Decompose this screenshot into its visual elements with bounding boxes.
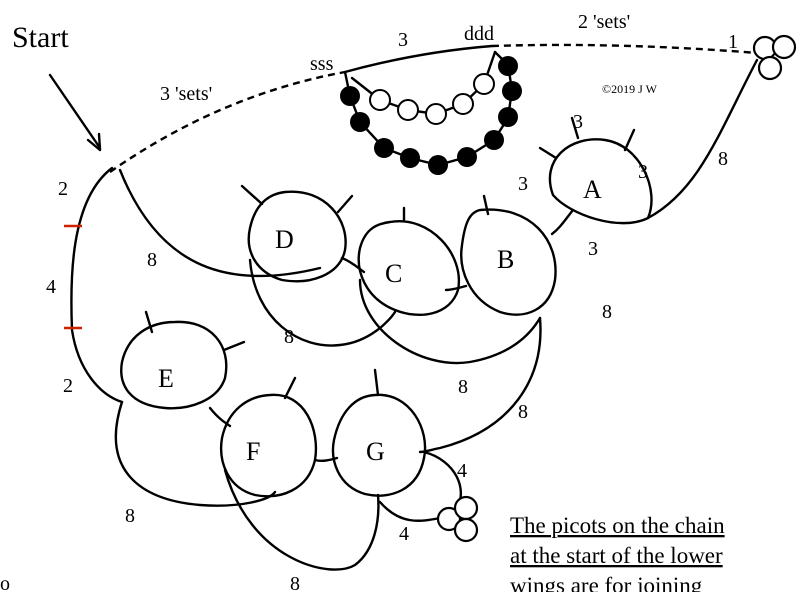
count-label: 3 — [588, 238, 598, 260]
count-label: 2 — [63, 375, 73, 397]
bead-open — [425, 103, 447, 125]
bead-filled — [457, 147, 477, 167]
count-label: 3 — [398, 29, 408, 51]
chain-to-bottom-clover — [378, 500, 442, 522]
bead-filled — [498, 56, 518, 76]
chain-under-b — [358, 278, 542, 365]
count-label: 4 — [46, 276, 56, 298]
edge-fragment: o — [0, 573, 10, 592]
count-label: 8 — [718, 148, 728, 170]
left-outer-chain — [70, 166, 124, 404]
count-label: 2 — [58, 178, 68, 200]
picot — [222, 340, 246, 352]
ring-label-a: A — [583, 175, 602, 204]
bead-left-label: sss — [310, 53, 334, 75]
clover-top-right — [752, 34, 797, 81]
chain-e-f — [208, 406, 232, 428]
bead-open — [452, 93, 474, 115]
count-label: 4 — [399, 523, 409, 545]
picot — [336, 194, 354, 214]
chain-f-g — [313, 456, 339, 463]
bead-filled — [502, 81, 522, 101]
upper-chain — [118, 168, 322, 278]
ring-e — [120, 320, 228, 410]
chain-right-lower — [418, 316, 542, 454]
ring-label-f: F — [246, 437, 260, 466]
sets-right-label: 2 'sets' — [578, 11, 630, 33]
top-chain-left-dashed — [109, 70, 346, 173]
sets-left-label: 3 'sets' — [160, 83, 212, 105]
clover-bottom — [436, 495, 479, 543]
count-label: 1 — [728, 31, 738, 53]
count-label: 3 — [573, 111, 583, 133]
chain-d-c — [340, 256, 366, 274]
ring-label-g: G — [366, 437, 385, 466]
picot — [623, 128, 636, 152]
bead-open — [369, 89, 391, 111]
count-label: 8 — [290, 573, 300, 592]
count-label: 3 — [518, 173, 528, 195]
bead-filled — [484, 130, 504, 150]
start-arrow-head — [86, 132, 102, 152]
ring-label-c: C — [385, 259, 402, 288]
note-line: at the start of the lower — [510, 543, 723, 568]
bead-filled — [340, 86, 360, 106]
chain-a-to-b — [550, 208, 575, 236]
count-label: 8 — [125, 505, 135, 527]
ring-d — [247, 190, 347, 283]
ring-label-d: D — [275, 225, 294, 254]
ring-g — [331, 393, 427, 497]
note-line: The picots on the chain — [510, 513, 725, 538]
bead-string — [340, 50, 522, 175]
picot — [240, 184, 264, 206]
count-label: 8 — [284, 326, 294, 348]
start-arrow — [48, 73, 102, 150]
top-chain-middle — [343, 44, 494, 74]
bead-filled — [374, 138, 394, 158]
ring-label-b: B — [497, 245, 514, 274]
picot — [538, 146, 558, 160]
picot — [144, 310, 154, 334]
picot — [482, 194, 490, 216]
chain-c-b — [444, 284, 468, 292]
top-chain-right-dashed — [491, 43, 758, 55]
chain-bottom — [223, 468, 380, 571]
picot — [373, 368, 380, 397]
picot — [570, 116, 580, 140]
ring-f — [219, 393, 318, 498]
bead-filled — [350, 112, 370, 132]
count-label: 8 — [602, 301, 612, 323]
count-label: 8 — [147, 249, 157, 271]
chain-under-dc — [248, 258, 397, 347]
ring-label-e: E — [158, 364, 174, 393]
start-label: Start — [12, 21, 69, 54]
bead-open — [473, 73, 495, 95]
bead-filled — [400, 148, 420, 168]
picot — [283, 376, 297, 400]
count-label: 8 — [518, 401, 528, 423]
bead-right-label: ddd — [464, 23, 494, 45]
bead-open — [397, 99, 419, 121]
count-label: 8 — [458, 376, 468, 398]
chain-bottom-left — [114, 400, 277, 507]
bead-filled — [428, 155, 448, 175]
copyright-label: ©2019 J W — [602, 82, 658, 96]
ring-a — [548, 138, 653, 225]
count-label: 3 — [638, 161, 648, 183]
bead-filled — [498, 107, 518, 127]
outer-right-chain — [646, 58, 759, 220]
count-label: 4 — [457, 460, 467, 482]
ring-b — [460, 208, 557, 316]
note-line: wings are for joining — [510, 573, 703, 592]
ring-c — [357, 220, 461, 317]
